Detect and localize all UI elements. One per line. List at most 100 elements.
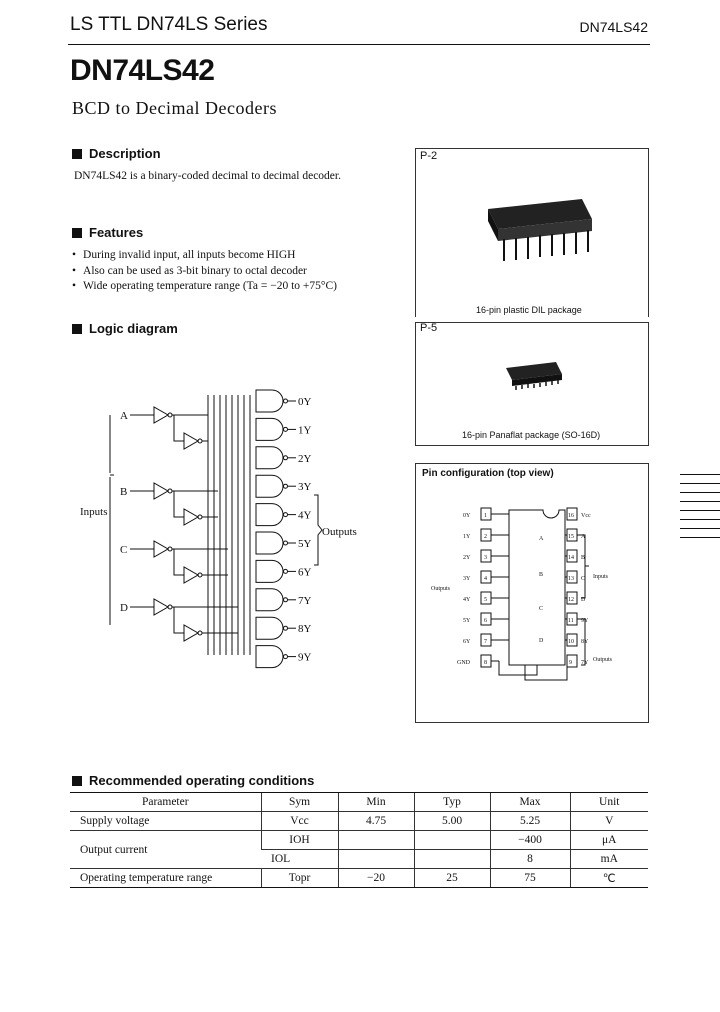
- nand-gate: [255, 531, 284, 555]
- cell-sym: Topr: [260, 868, 338, 888]
- gate-bubble: [283, 568, 288, 574]
- nand-gate: [255, 389, 284, 413]
- input-label-a: A: [120, 410, 128, 422]
- nand-gate: [255, 446, 284, 470]
- cell-unit: mA: [569, 849, 648, 869]
- pin-label-1: 0Y: [463, 513, 471, 519]
- output-label: 8Y: [298, 623, 312, 635]
- pin-num-10: 10: [568, 639, 574, 645]
- pin-num-5: 5: [484, 597, 487, 603]
- table-row: Operating temperature range Topr −20 25 …: [70, 868, 648, 888]
- cell-sym: IOH: [260, 830, 338, 850]
- pin-left-outputs-label: Outputs: [431, 586, 451, 592]
- table-header-row: Parameter Sym Min Typ Max Unit: [70, 792, 648, 812]
- description-heading: Description: [72, 146, 161, 161]
- cell-typ: 5.00: [413, 811, 490, 831]
- cell-unit: V: [569, 811, 648, 831]
- part-number: DN74LS42: [70, 54, 215, 87]
- pin-config-box: [415, 463, 649, 723]
- feature-item: Also can be used as 3-bit binary to octa…: [72, 264, 337, 280]
- description-text: DN74LS42 is a binary-coded decimal to de…: [74, 170, 341, 182]
- pin-num-1: 1: [484, 513, 487, 519]
- pin-label-5: 4Y: [463, 597, 471, 603]
- pin-label-12: D: [581, 597, 586, 603]
- nand-gate: [255, 503, 284, 527]
- internal-input-a: A: [539, 536, 544, 542]
- so-package-image: [506, 362, 562, 390]
- col-max: Max: [489, 792, 570, 812]
- nand-gate: [255, 616, 284, 640]
- output-label: 4Y: [298, 510, 312, 522]
- gate-bubble: [283, 654, 288, 660]
- cell-typ: [413, 830, 490, 850]
- input-label-b: B: [120, 486, 127, 498]
- internal-input-b: B: [539, 572, 543, 578]
- pin-num-15: 15: [568, 534, 574, 540]
- table-row: IOL 8 mA: [70, 849, 648, 869]
- table-row: Output current IOH −400 μA: [70, 830, 648, 869]
- cell-sym: IOL: [261, 849, 338, 869]
- gate-bubble: [283, 483, 288, 489]
- pin-label-2: 1Y: [463, 534, 471, 540]
- pin-label-14: B: [581, 555, 585, 561]
- cell-typ: 25: [413, 868, 490, 888]
- feature-item: During invalid input, all inputs become …: [72, 248, 337, 264]
- nand-gate: [255, 588, 284, 612]
- features-heading: Features: [72, 225, 143, 240]
- section-tab-marks: [680, 474, 720, 538]
- input-label-c: C: [120, 544, 127, 556]
- package-p5-box: [415, 322, 649, 446]
- gate-bubble: [283, 597, 288, 603]
- cell-min: [337, 830, 414, 850]
- pin-label-6: 5Y: [463, 618, 471, 624]
- header-rule: [68, 44, 650, 45]
- cell-min: −20: [337, 868, 414, 888]
- output-label: 7Y: [298, 595, 312, 607]
- dil-package-image: [488, 199, 592, 261]
- package-p2-caption: 16-pin plastic DIL package: [476, 305, 582, 315]
- nand-gate: [255, 559, 284, 583]
- cell-unit: ℃: [569, 868, 648, 888]
- pin-label-3: 2Y: [463, 555, 471, 561]
- pin-label-7: 6Y: [463, 639, 471, 645]
- pin-inputs-label: Inputs: [593, 574, 609, 580]
- cell-max: 8: [489, 849, 570, 869]
- internal-input-d: D: [539, 638, 544, 644]
- pin-label-16: Vcc: [581, 513, 591, 519]
- pin-label-9: 7Y: [581, 660, 589, 666]
- outputs-label: Outputs: [322, 526, 357, 538]
- pin-label-4: 3Y: [463, 576, 471, 582]
- logic-diagram: A B C D Inputs Outputs 0Y1Y2Y3Y4Y5Y6Y7Y8…: [80, 389, 357, 669]
- output-label: 6Y: [298, 566, 312, 578]
- col-parameter: Parameter: [70, 792, 261, 812]
- input-label-d: D: [120, 602, 128, 614]
- pin-label-8: GND: [457, 660, 471, 666]
- package-p5-caption: 16-pin Panaflat package (SO-16D): [462, 430, 601, 440]
- feature-item: Wide operating temperature range (Ta = −…: [72, 279, 337, 295]
- pin-num-6: 6: [484, 618, 487, 624]
- package-p2-box: [415, 148, 649, 317]
- gate-bubble: [283, 540, 288, 546]
- gate-bubble: [283, 455, 288, 461]
- cell-min: [337, 849, 414, 869]
- pin-num-11: 11: [568, 618, 574, 624]
- pin-num-13: 13: [568, 576, 574, 582]
- pin-config-title: Pin configuration (top view): [422, 468, 554, 479]
- pin-outputs-label: Outputs: [593, 657, 613, 663]
- pin-num-14: 14: [568, 555, 574, 561]
- pin-num-4: 4: [484, 576, 487, 582]
- nand-gate: [255, 645, 284, 669]
- inputs-label: Inputs: [80, 506, 108, 518]
- output-label: 9Y: [298, 652, 312, 664]
- output-label: 2Y: [298, 453, 312, 465]
- col-typ: Typ: [413, 792, 490, 812]
- pin-num-16: 16: [568, 513, 574, 519]
- output-label: 5Y: [298, 538, 312, 550]
- cell-unit: μA: [569, 830, 648, 850]
- gate-bubble: [283, 398, 288, 404]
- cell-max: −400: [489, 830, 570, 850]
- pin-num-12: 12: [568, 597, 574, 603]
- package-p2-code: P-2: [420, 150, 438, 162]
- nand-gate: [255, 417, 284, 441]
- conditions-table: Parameter Sym Min Typ Max Unit Supply vo…: [70, 792, 648, 888]
